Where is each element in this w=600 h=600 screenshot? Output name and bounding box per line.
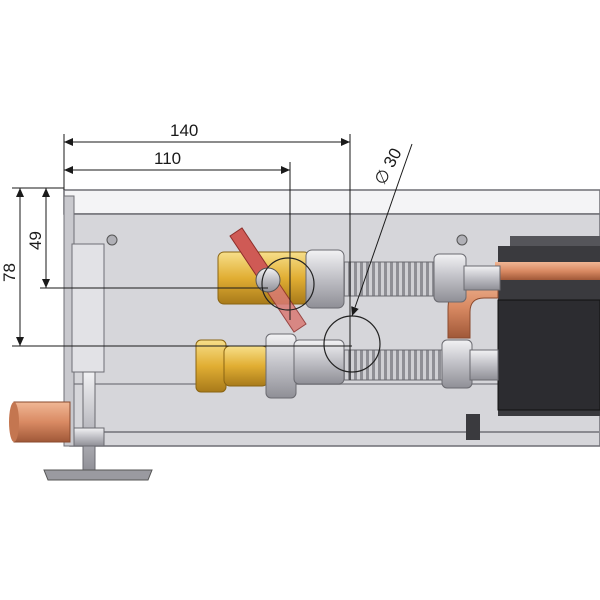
heat-exchanger — [466, 236, 600, 440]
exchanger-face — [497, 299, 600, 411]
dim-label-110: 110 — [154, 149, 181, 168]
lower-nut — [265, 333, 297, 399]
dim-label-78: 78 — [0, 263, 19, 282]
dim-label-49: 49 — [26, 231, 45, 250]
dimension-lines — [12, 134, 413, 380]
upper-hose-nut — [433, 253, 467, 303]
end-bracket — [71, 243, 105, 373]
diameter-leader-tail — [399, 143, 413, 179]
lower-flex-hose — [343, 349, 445, 381]
screw-left — [106, 234, 118, 246]
leveling-foot-icon — [43, 371, 153, 481]
foot-plate — [43, 469, 153, 481]
exchanger-bottom-plug — [466, 414, 480, 440]
upper-hose-link — [463, 265, 501, 291]
lower-brass-union — [223, 345, 269, 387]
diameter-leader — [351, 177, 401, 317]
screw-right — [456, 234, 468, 246]
upper-nut — [305, 249, 345, 309]
foot-nut — [73, 427, 105, 447]
lower-link — [293, 339, 345, 385]
lower-return-line — [195, 333, 499, 399]
upper-flex-hose — [343, 261, 437, 297]
copper-stub — [13, 401, 71, 443]
dim-label-diameter-30: ∅ 30 — [371, 145, 406, 188]
lower-hose-nut — [441, 339, 473, 389]
dim-label-140: 140 — [170, 121, 198, 140]
housing-top-lid — [63, 189, 600, 215]
exchanger-pipe-upper — [495, 262, 600, 280]
upper-pipe-circle — [261, 257, 315, 311]
lower-brass-fitting — [195, 339, 227, 393]
exchanger-fins-top — [510, 236, 600, 246]
copper-stub-end — [9, 402, 19, 442]
lower-hose-link — [469, 349, 499, 381]
foot-stem — [82, 371, 96, 473]
